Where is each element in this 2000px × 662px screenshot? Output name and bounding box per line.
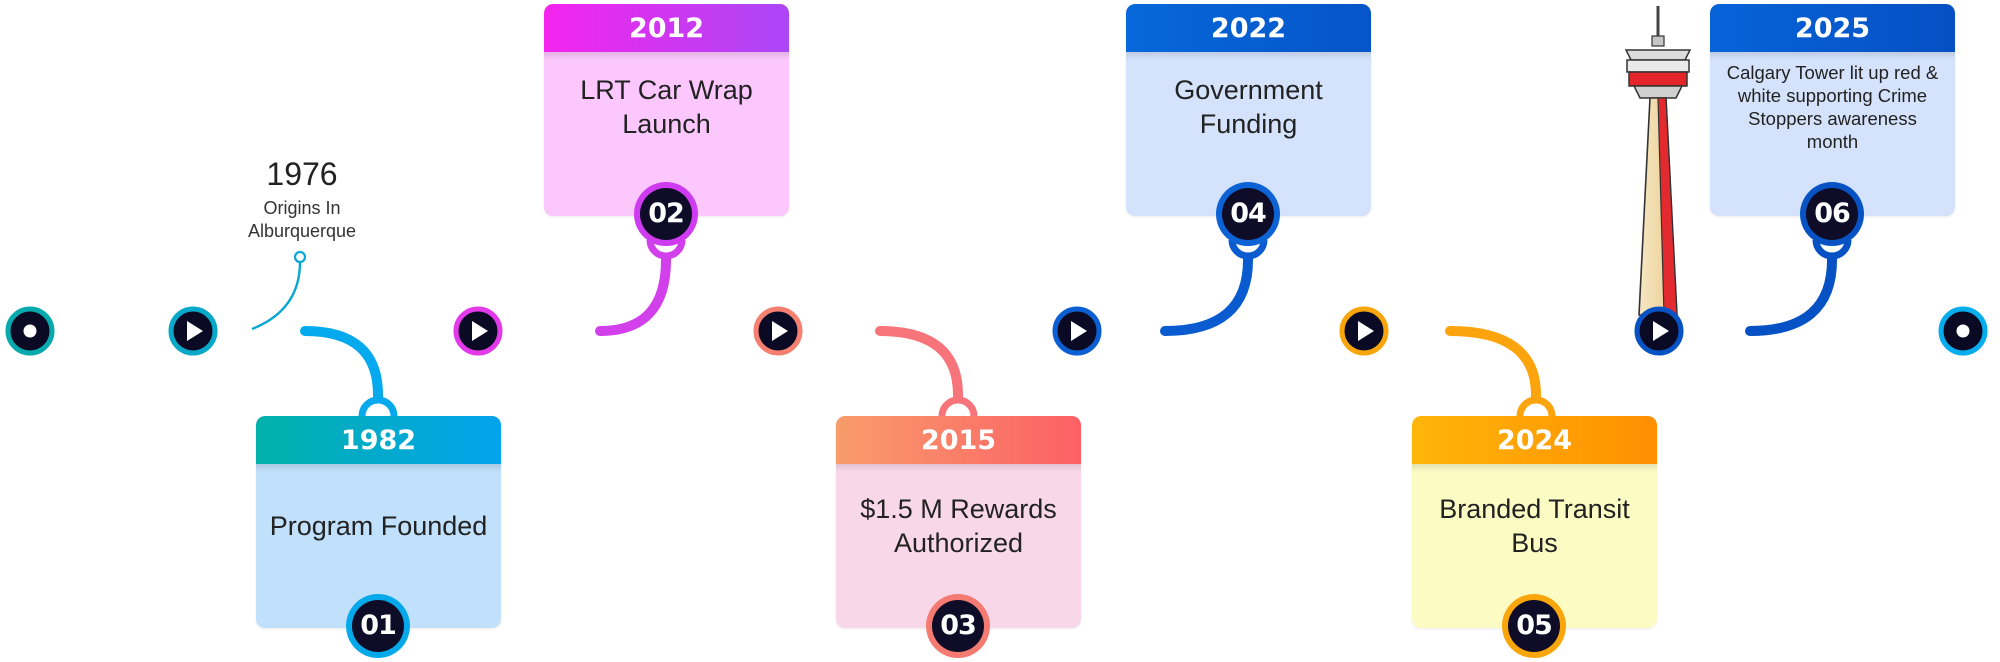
timeline-endpoint-start xyxy=(5,306,55,356)
play-icon xyxy=(772,321,788,341)
milestone-title: Program Founded xyxy=(269,511,488,541)
play-icon xyxy=(187,321,203,341)
milestone-card-2024[interactable]: 2024 Branded Transit Bus xyxy=(1412,416,1657,628)
play-node-3[interactable] xyxy=(753,306,803,356)
milestone-year: 2025 xyxy=(1710,4,1955,52)
origins-branch xyxy=(251,250,307,331)
milestone-card-2012[interactable]: 2012 LRT Car Wrap Launch xyxy=(544,4,789,216)
milestone-title: Branded Transit Bus xyxy=(1439,494,1630,558)
milestone-title: Government Funding xyxy=(1174,75,1323,139)
milestone-year: 2022 xyxy=(1126,4,1371,52)
milestone-number: 01 xyxy=(352,600,404,652)
milestone-title: Calgary Tower lit up red & white support… xyxy=(1726,62,1939,152)
play-icon xyxy=(1358,321,1374,341)
milestone-title: $1.5 M Rewards Authorized xyxy=(860,494,1057,558)
play-icon xyxy=(472,321,488,341)
milestone-number: 06 xyxy=(1806,188,1858,240)
play-icon xyxy=(1071,321,1087,341)
milestone-year: 2015 xyxy=(836,416,1081,464)
milestone-card-2022[interactable]: 2022 Government Funding xyxy=(1126,4,1371,216)
play-node-1[interactable] xyxy=(168,306,218,356)
milestone-card-1982[interactable]: 1982 Program Founded xyxy=(256,416,501,628)
milestone-card-2025[interactable]: 2025 Calgary Tower lit up red & white su… xyxy=(1710,4,1955,216)
milestone-year: 1982 xyxy=(256,416,501,464)
play-node-6[interactable] xyxy=(1634,306,1684,356)
play-icon xyxy=(1653,321,1669,341)
origins-text: Origins In Alburquerque xyxy=(247,198,357,241)
milestone-number: 05 xyxy=(1508,600,1560,652)
milestone-number: 03 xyxy=(932,600,984,652)
timeline-endpoint-end xyxy=(1938,306,1988,356)
milestone-year: 2012 xyxy=(544,4,789,52)
milestone-year: 2024 xyxy=(1412,416,1657,464)
play-node-4[interactable] xyxy=(1052,306,1102,356)
milestone-number: 02 xyxy=(640,188,692,240)
play-node-2[interactable] xyxy=(453,306,503,356)
play-node-5[interactable] xyxy=(1339,306,1389,356)
calgary-tower-icon xyxy=(1624,6,1692,316)
milestone-number: 04 xyxy=(1222,188,1274,240)
milestone-title: LRT Car Wrap Launch xyxy=(580,75,753,139)
timeline-branches xyxy=(300,235,1837,405)
origins-year: 1976 xyxy=(266,156,338,192)
milestone-card-2015[interactable]: 2015 $1.5 M Rewards Authorized xyxy=(836,416,1081,628)
